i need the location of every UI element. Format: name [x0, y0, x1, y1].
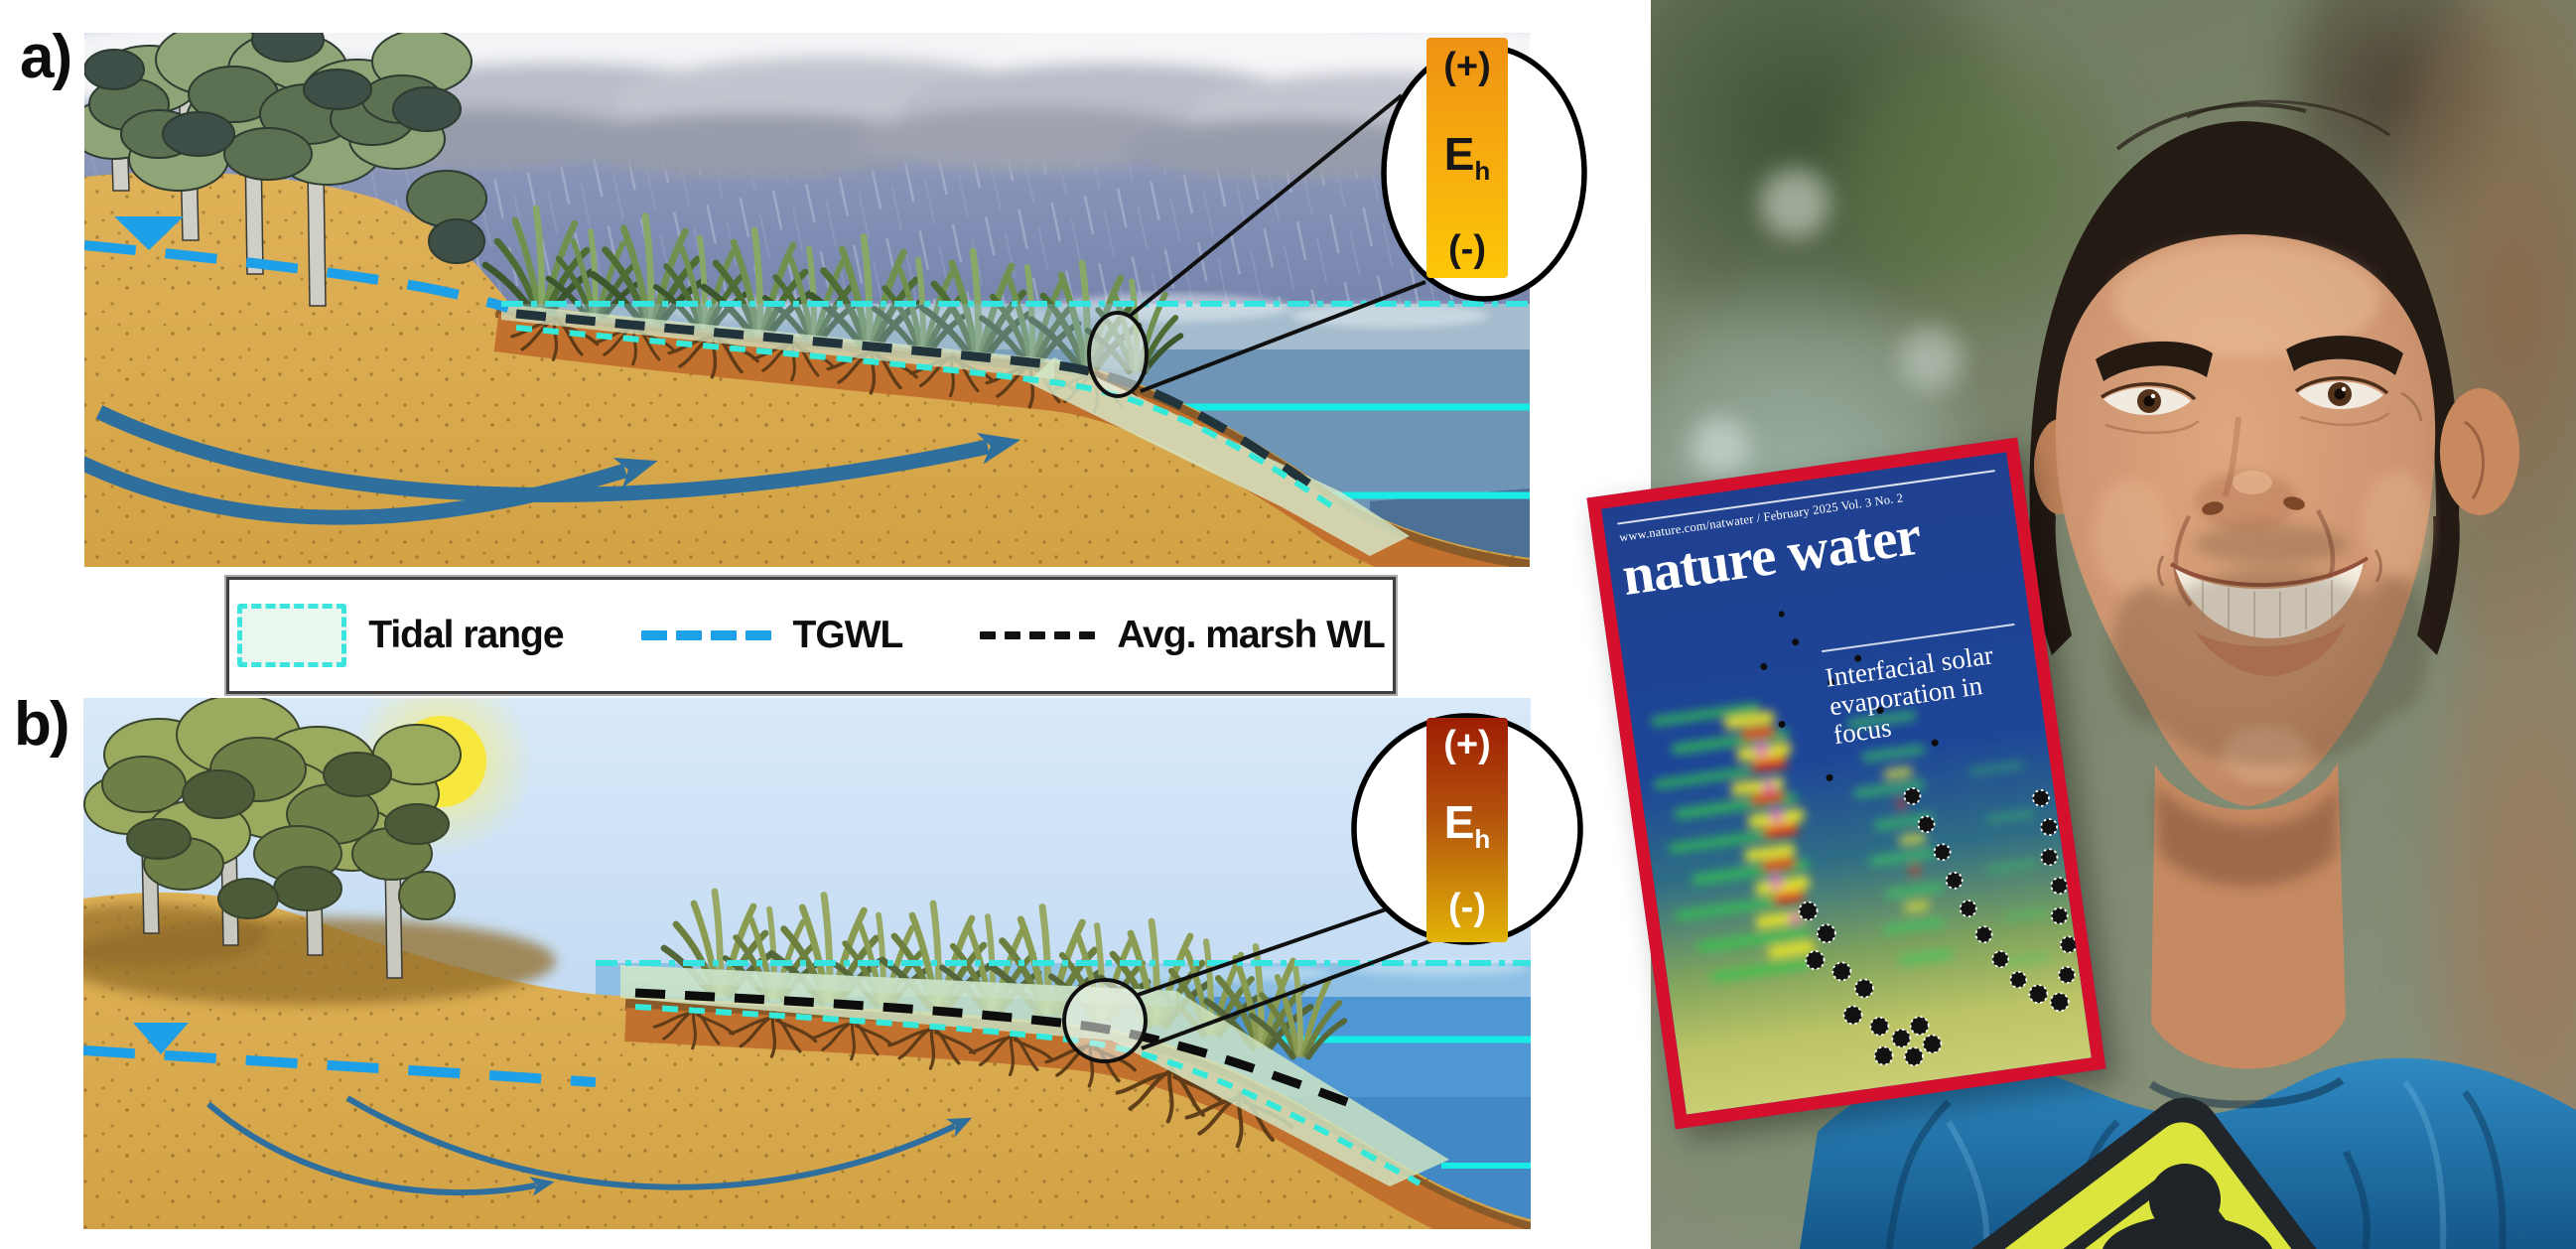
avg-marsh-wl-label: Avg. marsh WL: [1117, 614, 1385, 656]
panel-b-scene: [83, 698, 1531, 1229]
eh-redox-bar-anoxic: [1426, 718, 1508, 942]
legend-box: Tidal range TGWL Avg. marsh WL: [224, 575, 1398, 696]
tree-shadow: [83, 903, 556, 1005]
tgwl-triangle-b: [133, 1023, 189, 1054]
collar: [2148, 1076, 2345, 1109]
tgwl-line-a: [84, 240, 510, 313]
groundwater-flow-arrows-a: [84, 405, 1021, 525]
eh-redox-bar-oxic: [1426, 38, 1508, 278]
eh-symbol: Eh: [1443, 796, 1491, 855]
panel-a-label: a): [20, 23, 72, 91]
eh-symbol: Eh: [1443, 128, 1491, 187]
eh-plus-label: (+): [1443, 724, 1491, 765]
groundwater-flow-arrows-b: [206, 1095, 973, 1196]
bokeh-light-spot: [1691, 417, 1750, 477]
nature-water-cover: www.nature.com/natwater / February 2025 …: [1586, 437, 2106, 1130]
marsh-diagram: [83, 33, 1587, 1229]
hydrogel-bead-chains: [1760, 611, 2078, 1067]
eh-gauge-b: (+) Eh (-): [1426, 726, 1508, 926]
tidal-range-swatch: [237, 604, 347, 667]
magnifier-source-ellipse-b: [1062, 978, 1148, 1063]
nose: [2195, 416, 2305, 531]
left-eyebrow: [2096, 341, 2213, 381]
sign-person-body: [2102, 1215, 2272, 1249]
avg-marsh-wl-line-sample: [980, 631, 1096, 639]
right-ear: [2440, 388, 2519, 515]
dune-trees-a: [84, 33, 487, 307]
left-eye: [2101, 382, 2200, 435]
right-eyebrow: [2286, 336, 2403, 375]
tidal-range-label: Tidal range: [368, 614, 564, 656]
thermal-plumes: [1651, 702, 2052, 982]
avg-marsh-wl-line-b: [634, 988, 1349, 1107]
tgwl-line-sample: [640, 630, 771, 640]
neck-shadow: [2155, 782, 2340, 887]
eh-minus-label: (-): [1448, 228, 1486, 270]
panel-a-scene: [84, 33, 1530, 567]
ear-fold: [2464, 420, 2485, 499]
avg-marsh-wl-line-a: [515, 309, 1323, 495]
eh-minus-label: (-): [1448, 887, 1486, 928]
hair: [2029, 99, 2460, 655]
man-portrait: [1800, 99, 2576, 1249]
eh-magnifier-b: [1137, 713, 1583, 1050]
eh-gauge-a: (+) Eh (-): [1426, 48, 1508, 268]
cover-art: [1601, 452, 2092, 1115]
right-eye: [2294, 376, 2423, 427]
shirt-warning-sign: [1853, 1097, 2443, 1249]
tidal-band-lower-edge-a: [515, 325, 1337, 511]
tgwl-triangle-a: [114, 216, 184, 250]
eh-plus-label: (+): [1443, 46, 1491, 87]
stubble: [2111, 524, 2429, 766]
tgwl-label: TGWL: [792, 614, 904, 656]
magnifier-source-ellipse-a: [1087, 311, 1149, 398]
bokeh-light-spot: [1760, 169, 1830, 238]
eh-magnifier-a: [1127, 38, 1587, 393]
tgwl-line-b: [83, 1045, 597, 1087]
panel-b-label: b): [14, 690, 70, 759]
bokeh-light-spot: [1899, 328, 1963, 391]
dune-trees-b: [83, 698, 462, 979]
